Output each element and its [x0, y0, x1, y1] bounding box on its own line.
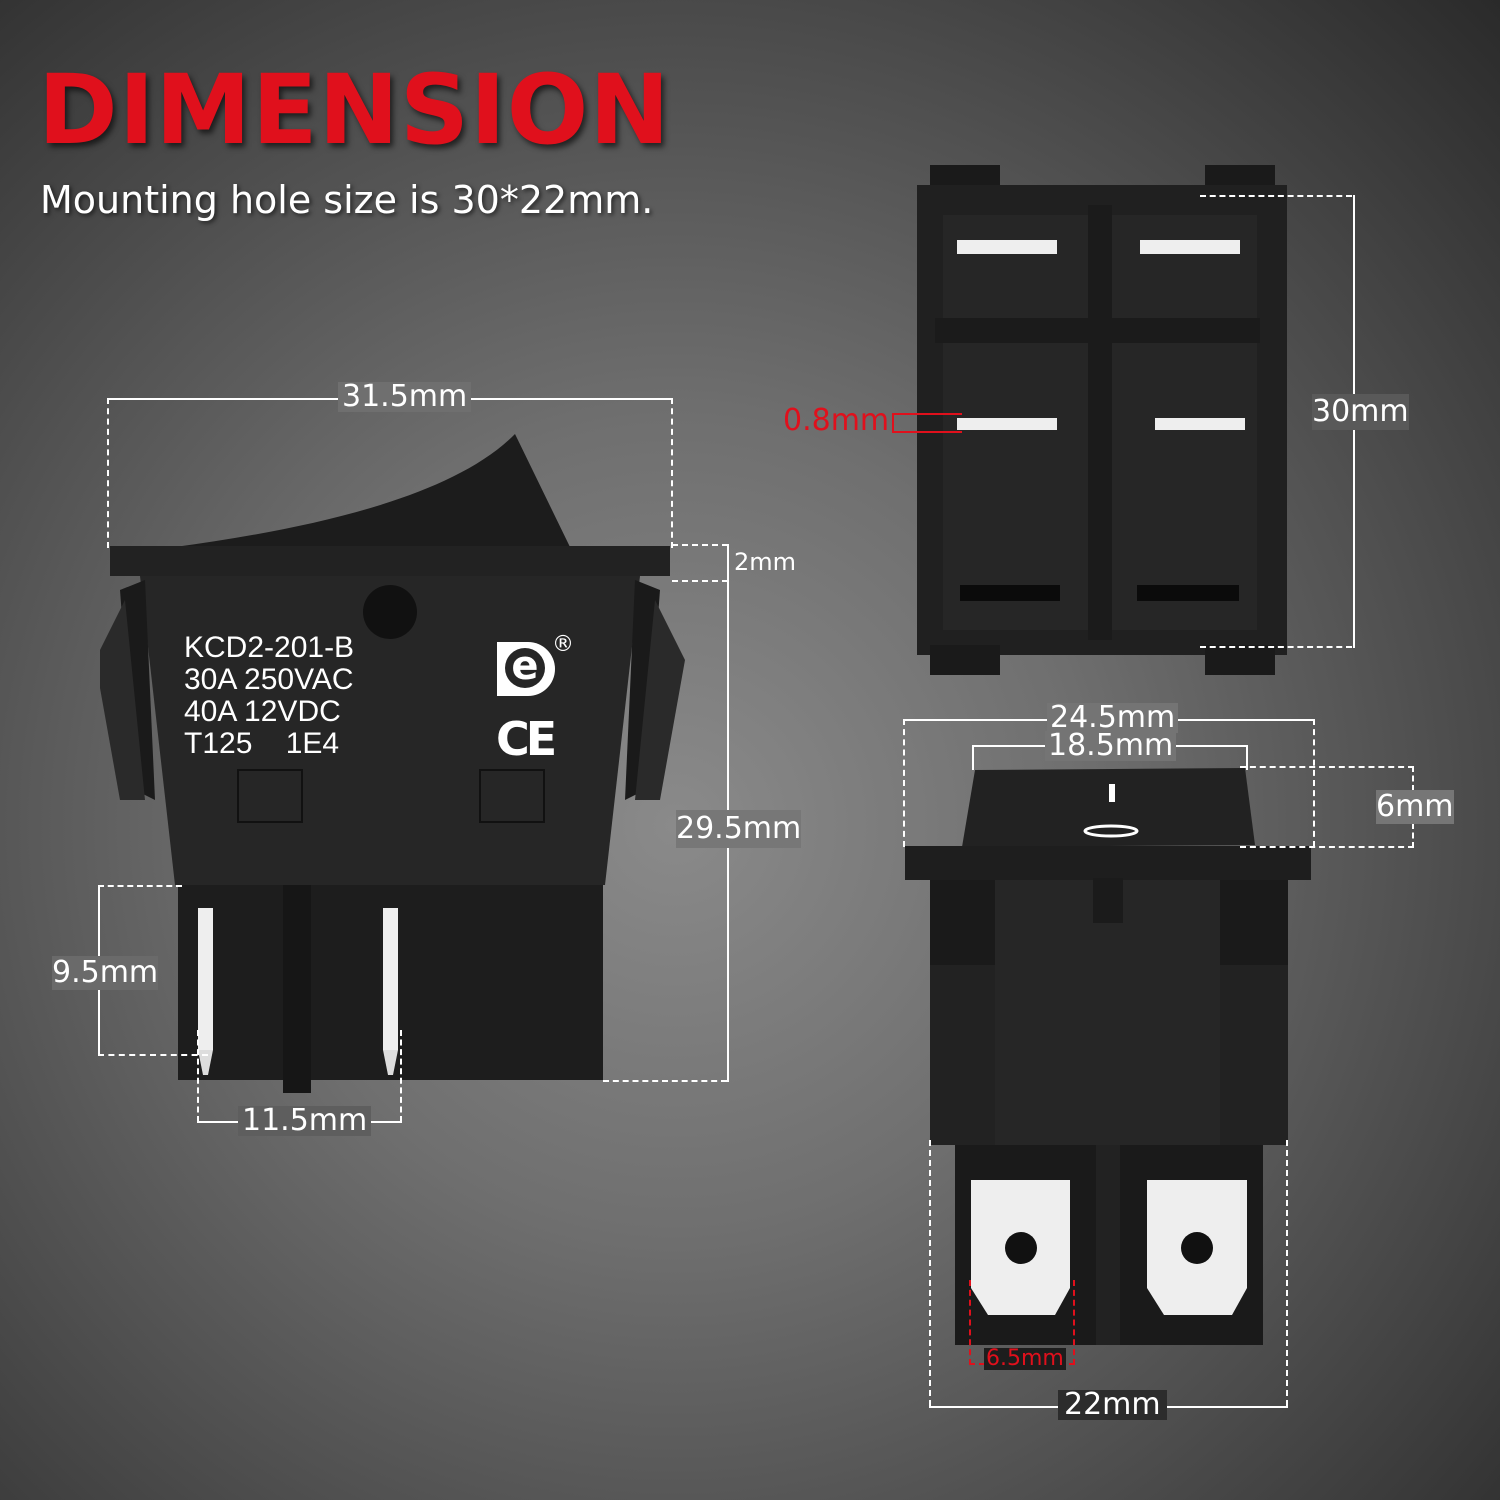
rating-temp: T125 1E4 — [184, 727, 340, 760]
dim-box-flange — [672, 544, 728, 582]
model-number: KCD2-201-B — [184, 631, 355, 664]
switch-side-drawing — [100, 434, 685, 1093]
e-logo-icon: e — [497, 642, 555, 696]
dim-ext-18-5-right — [1246, 745, 1248, 770]
dim-pin-thickness: 0.8mm — [783, 403, 890, 438]
dim-body-height: 29.5mm — [676, 810, 802, 848]
rating-dc: 40A 12VDC — [184, 695, 341, 728]
model-label: KCD2-201-B 30A 250VAC 40A 12VDC T125 1E4 — [184, 632, 354, 760]
rating-ac: 30A 250VAC — [184, 663, 354, 696]
dim-ext-22-left — [929, 1140, 931, 1406]
switch-bottom-drawing — [917, 165, 1287, 675]
dim-ext-bottom-top-view — [1200, 646, 1352, 648]
dim-ext-left — [107, 398, 109, 548]
dim-ext-pin-bottom — [98, 1054, 208, 1056]
dim-line-flange — [727, 544, 729, 578]
dim-ext-22-right — [1286, 1140, 1288, 1406]
dim-height-30: 30mm — [1312, 394, 1409, 430]
dim-pin-length: 9.5mm — [52, 955, 159, 990]
page-title: DIMENSION — [38, 54, 671, 166]
dim-ext-24-5-right — [1313, 719, 1315, 847]
ce-mark-icon: CE — [496, 712, 557, 766]
dim-flange-thickness: 2mm — [734, 548, 797, 576]
dim-ext-24-5-left — [903, 719, 905, 847]
mounting-hole-note: Mounting hole size is 30*22mm. — [40, 178, 654, 222]
registered-icon: ® — [552, 632, 574, 657]
dim-flange-width: 24.5mm — [1047, 703, 1179, 733]
dim-ext-top — [1200, 195, 1352, 197]
switch-front-drawing — [905, 768, 1311, 1345]
dim-body-width: 22mm — [1058, 1390, 1167, 1420]
dim-dash-pin-thickness — [892, 413, 960, 433]
dim-ext-pin1 — [197, 1030, 199, 1122]
dim-rocker-width: 18.5mm — [1045, 731, 1177, 761]
dim-ext-bottom — [603, 1080, 727, 1082]
dim-ext-pin2 — [400, 1030, 402, 1122]
dim-overall-width: 31.5mm — [338, 382, 472, 412]
dim-rocker-height: 6mm — [1376, 789, 1454, 824]
dim-terminal-width: 6.5mm — [984, 1346, 1066, 1371]
dim-ext-pin-top — [98, 885, 182, 887]
dim-ext-right — [671, 398, 673, 548]
dim-ext-18-5-left — [972, 745, 974, 770]
dim-pin-spacing: 11.5mm — [238, 1106, 372, 1136]
